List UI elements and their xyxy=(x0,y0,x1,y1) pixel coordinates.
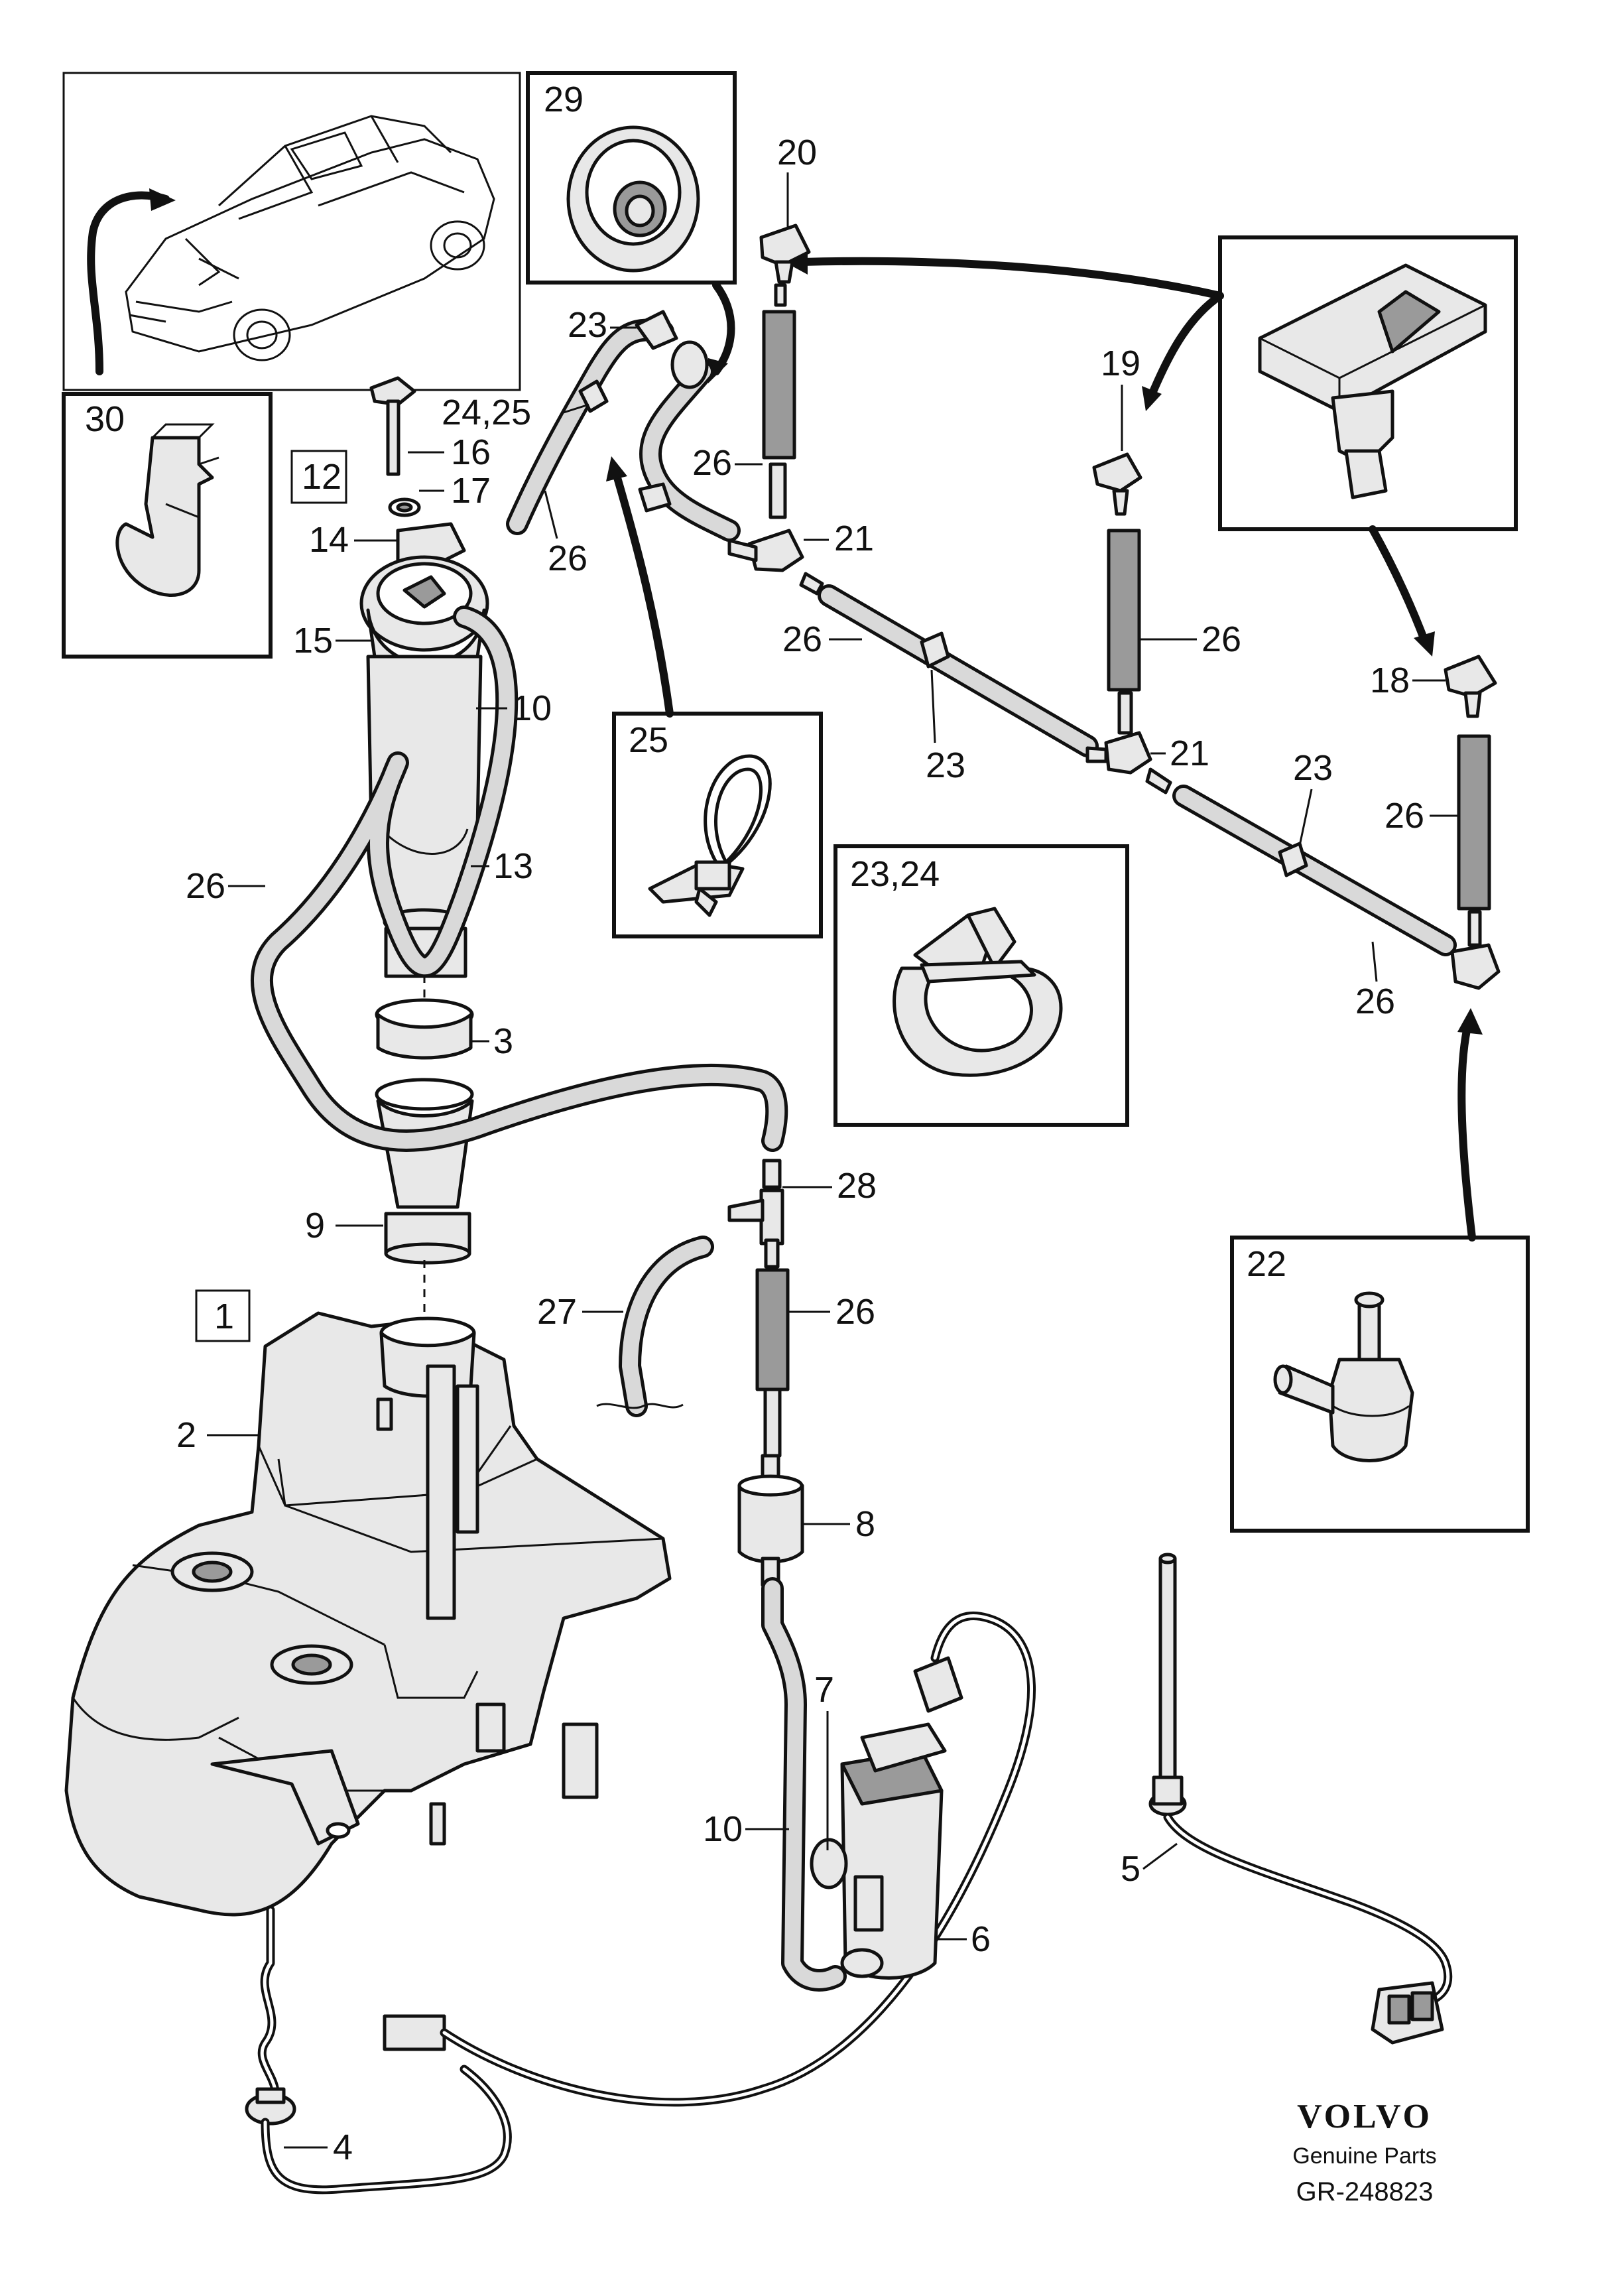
inset-22-t-connector: 22 xyxy=(1230,1008,1530,1533)
callout-18: 18 xyxy=(1370,661,1410,700)
callout-9: 9 xyxy=(305,1206,325,1245)
washer-reservoir xyxy=(64,1311,672,1917)
callout-24-25: 24,25 xyxy=(442,393,531,432)
callout-25: 25 xyxy=(629,720,668,760)
callout-15: 15 xyxy=(293,621,333,661)
washer-nozzle-icon xyxy=(1258,263,1487,499)
callout-8: 8 xyxy=(855,1504,875,1544)
inset-30-hose-clip: 30 xyxy=(62,392,273,659)
callout-labels: 20 23 24,25 16 17 14 26 26 21 19 26 26 1… xyxy=(176,133,1459,2167)
figure-code: GR-248823 xyxy=(1296,2177,1434,2206)
callout-20: 20 xyxy=(777,133,817,172)
brand-block: VOLVO Genuine Parts GR-248823 xyxy=(1292,2098,1436,2206)
inset-23-24-hose-clamp: 23,24 xyxy=(833,844,1129,1127)
car-location-icon xyxy=(125,115,495,361)
grommet-icon xyxy=(566,125,700,273)
volvo-logo: VOLVO xyxy=(1297,2098,1432,2136)
callout-26: 26 xyxy=(782,619,822,659)
svg-text:1: 1 xyxy=(214,1297,234,1336)
callout-23: 23 xyxy=(568,305,607,345)
callout-23-24: 23,24 xyxy=(850,854,940,894)
callout-26: 26 xyxy=(1355,982,1395,1021)
boxed-label-12: 12 xyxy=(290,450,347,504)
hose-clamp-icon xyxy=(893,907,1063,1077)
callout-26: 26 xyxy=(692,443,732,483)
callout-4: 4 xyxy=(333,2128,353,2167)
callout-23: 23 xyxy=(926,745,965,785)
inset-25-cable-tie: 25 xyxy=(612,712,823,938)
svg-text:12: 12 xyxy=(302,457,341,497)
callout-2: 2 xyxy=(176,1415,196,1455)
level-sensor-5 xyxy=(1148,1553,1453,2045)
brand-subtitle: Genuine Parts xyxy=(1292,2143,1436,2169)
callout-29: 29 xyxy=(544,80,584,119)
t-connector-28 xyxy=(596,1159,790,1458)
callout-10: 10 xyxy=(703,1809,743,1849)
callout-26: 26 xyxy=(1385,796,1424,836)
callout-26: 26 xyxy=(186,866,225,906)
callout-17: 17 xyxy=(451,471,491,511)
callout-13: 13 xyxy=(493,846,533,886)
level-sensor-4 xyxy=(245,1611,1036,2195)
cable-tie-icon xyxy=(648,754,772,917)
callout-27: 27 xyxy=(537,1292,577,1332)
callout-7: 7 xyxy=(814,1670,834,1710)
callout-19: 19 xyxy=(1101,344,1140,383)
callout-14: 14 xyxy=(309,520,349,560)
callout-28: 28 xyxy=(837,1166,877,1206)
callout-26: 26 xyxy=(835,1292,875,1332)
car-location-inset xyxy=(62,72,521,391)
callout-3: 3 xyxy=(493,1021,513,1061)
t-connector-icon xyxy=(1273,1291,1414,1462)
callout-5: 5 xyxy=(1121,1849,1140,1889)
callout-16: 16 xyxy=(451,432,491,472)
inset-washer-nozzle xyxy=(1218,235,1518,531)
inset-29-grommet: 29 xyxy=(526,71,737,383)
callout-26: 26 xyxy=(1202,619,1241,659)
filter-8 xyxy=(737,1454,804,1587)
callout-26: 26 xyxy=(548,539,587,578)
nozzle-hose-network xyxy=(506,223,1501,990)
boxed-label-1: 1 xyxy=(195,1289,251,1342)
callout-21: 21 xyxy=(1170,733,1209,773)
callout-6: 6 xyxy=(971,1919,991,1959)
hose-clip-icon xyxy=(115,423,219,597)
callout-23: 23 xyxy=(1293,748,1333,788)
callout-22: 22 xyxy=(1247,1244,1286,1284)
callout-10: 10 xyxy=(512,688,552,728)
callout-21: 21 xyxy=(834,519,874,558)
washer-pump-6 xyxy=(761,1577,963,1992)
callout-30: 30 xyxy=(85,399,125,439)
